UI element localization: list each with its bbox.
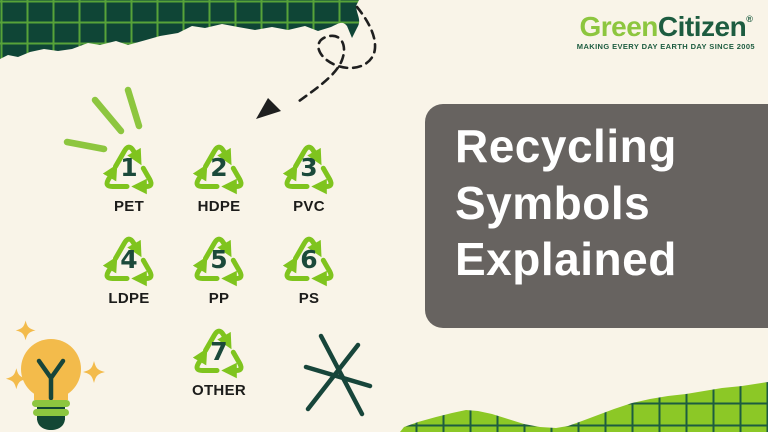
- registered-mark: ®: [746, 14, 753, 24]
- recycling-symbol-pp: 5 PP: [186, 229, 252, 307]
- symbol-number: 7: [210, 337, 228, 366]
- brand-name-green: Green: [579, 11, 658, 42]
- symbol-number: 3: [300, 153, 318, 182]
- symbol-label: PP: [208, 290, 230, 307]
- symbol-label: LDPE: [108, 290, 150, 307]
- brand-tagline: MAKING EVERY DAY EARTH DAY SINCE 2005: [576, 42, 755, 51]
- chasing-arrows-icon: 5: [186, 229, 252, 289]
- recycling-symbol-pet: 1 PET: [96, 137, 162, 215]
- symbol-number: 4: [120, 245, 138, 274]
- symbol-label: PS: [298, 290, 320, 307]
- lightbulb-icon: [5, 320, 105, 430]
- recycling-symbol-other: 7 OTHER: [186, 321, 252, 399]
- symbol-label: HDPE: [197, 198, 241, 215]
- symbol-label: PVC: [293, 198, 325, 215]
- symbol-number: 2: [210, 153, 228, 182]
- chasing-arrows-icon: 4: [96, 229, 162, 289]
- title-panel: Recycling Symbols Explained: [425, 104, 768, 328]
- recycling-symbol-ps: 6 PS: [276, 229, 342, 307]
- brand-logo: GreenCitizen® MAKING EVERY DAY EARTH DAY…: [577, 13, 755, 51]
- filament: [36, 358, 66, 401]
- symbol-label: OTHER: [192, 382, 246, 399]
- symbol-number: 6: [300, 245, 318, 274]
- title-line-2: Symbols: [455, 176, 651, 229]
- chasing-arrows-icon: 2: [186, 137, 252, 197]
- dashed-arrow: [256, 5, 377, 119]
- sparkle-lines: [63, 86, 143, 153]
- recycling-symbol-pvc: 3 PVC: [276, 137, 342, 215]
- symbol-number: 5: [210, 245, 228, 274]
- brand-name-dark: Citizen: [657, 11, 747, 42]
- title-line-1: Recycling: [455, 120, 677, 172]
- symbol-label: PET: [113, 198, 145, 215]
- sparkle-icon: [15, 320, 36, 341]
- recycling-symbols-grid: 1 PET 2 HDPE 3 PVC 4 LDPE: [84, 137, 354, 399]
- recycling-symbol-ldpe: 4 LDPE: [96, 229, 162, 307]
- symbol-number: 1: [120, 153, 138, 182]
- torn-paper-bottom-right: [400, 382, 768, 432]
- chasing-arrows-icon: 3: [276, 137, 342, 197]
- torn-paper-top-left: [0, 0, 360, 59]
- chasing-arrows-icon: 1: [96, 137, 162, 197]
- title-line-3: Explained: [455, 233, 677, 286]
- asterisk-doodle: [303, 333, 373, 417]
- arrowhead: [256, 98, 281, 119]
- chasing-arrows-icon: 7: [186, 321, 252, 381]
- brand-name: GreenCitizen®: [577, 13, 755, 41]
- recycling-symbol-hdpe: 2 HDPE: [186, 137, 252, 215]
- chasing-arrows-icon: 6: [276, 229, 342, 289]
